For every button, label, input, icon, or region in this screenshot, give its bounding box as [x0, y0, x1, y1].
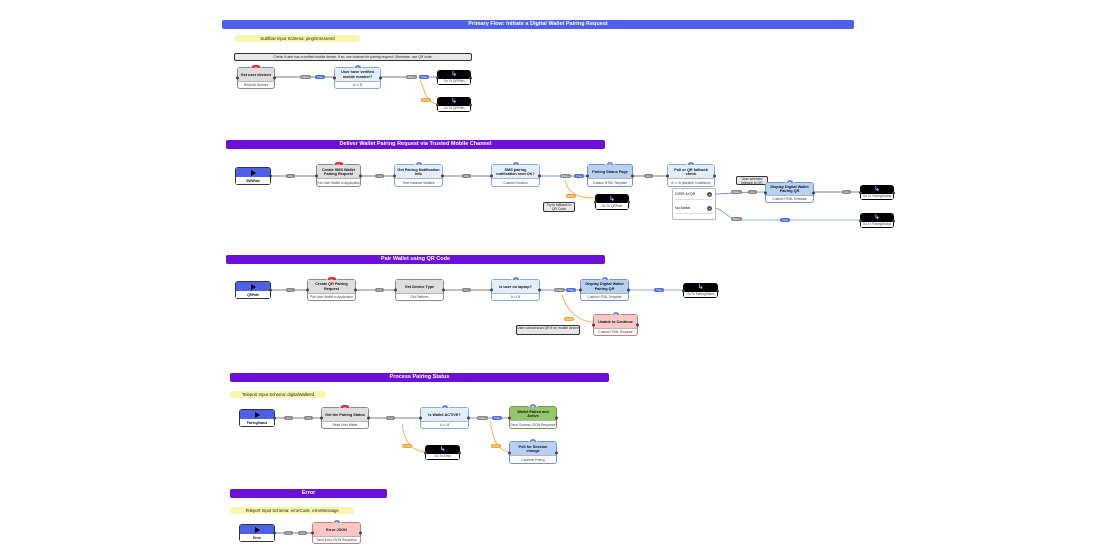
- any-pill: Any: [386, 416, 395, 420]
- node-goto-qrpath-fallback[interactable]: ↳ Go To QRPath: [594, 194, 630, 210]
- any-pill: Any: [304, 416, 313, 420]
- false-pill: False: [402, 444, 412, 448]
- true-pill: True: [780, 218, 790, 222]
- node-goto-pairingstatus-b[interactable]: ↳ Go To PairingStatus: [859, 213, 895, 228]
- user-selected-qr-note: User selected fallback to QR: [736, 176, 768, 185]
- if-else-pill: If/Else: [560, 174, 571, 178]
- node-poll-qr-fallback[interactable]: ƒ Poll or QR fallback check A == B (Mult…: [666, 161, 716, 187]
- node-goto-error[interactable]: ↳ Go To Error: [424, 445, 461, 460]
- goto-arrow-icon: ↳: [439, 446, 446, 454]
- goto-arrow-icon: ↳: [697, 284, 704, 292]
- node-goto-pairingstatus-c[interactable]: ↳ Go To PairingStatus: [682, 283, 719, 298]
- connector: [419, 79, 438, 105]
- play-icon: [254, 526, 260, 533]
- section-process-pairing-status: Process Pairing Status: [230, 373, 609, 382]
- goto-arrow-icon: ↳: [451, 98, 457, 106]
- if-else-pill: If/Else: [300, 75, 311, 79]
- connector: [561, 293, 594, 323]
- play-icon: [254, 411, 260, 418]
- play-icon: [250, 169, 256, 176]
- false-pill: False: [491, 444, 501, 448]
- false-pill: False: [564, 317, 574, 321]
- node-start-error[interactable]: Error: [239, 524, 276, 542]
- check-mobile-note: Check if user has a verified mobile devi…: [234, 53, 472, 61]
- any-pill: Any: [375, 288, 384, 292]
- goto-arrow-icon: ↳: [874, 214, 880, 222]
- node-get-device-type[interactable]: Get Device Type Get Platform: [394, 279, 445, 301]
- if-else-pill: If/Else: [477, 416, 488, 420]
- true-pill: True: [654, 288, 664, 292]
- section-pair-wallet-qr: Pair Wallet using QR Code: [226, 255, 605, 264]
- node-poll-session-change[interactable]: ⚙ Poll for Session change Continue Polli…: [508, 438, 558, 464]
- node-goto-smspath[interactable]: ↳ Go To QRPath: [436, 70, 472, 85]
- any-pill: Any: [284, 416, 293, 420]
- any-pill: Any: [462, 174, 471, 178]
- condition-displayqr[interactable]: DISPLAYQR×: [675, 190, 713, 200]
- if-else-pill: If/Else: [731, 217, 742, 221]
- node-create-sms-request[interactable]: P Create SMS Wallet Pairing Request Pair…: [315, 161, 362, 187]
- condition-no-match[interactable]: No Match×: [675, 204, 713, 214]
- play-icon: [250, 283, 256, 290]
- if-else-pill: If/Else: [406, 75, 417, 79]
- node-start-pairingstatus[interactable]: PairingStatus: [239, 409, 276, 427]
- false-pill: False: [421, 98, 431, 102]
- teleport-wallet-note: Teleport Input Schema: digitalWalletId: [230, 391, 326, 398]
- section-deliver-wallet-pairing: Deliver Wallet Pairing Request via Trust…: [226, 140, 605, 149]
- node-create-qr-request[interactable]: P Create QR Pairing Request Pair User Wa…: [306, 276, 357, 301]
- section-primary-flow: Primary Flow: Initiate a Digital Wallet …: [222, 20, 854, 29]
- any-pill: Any: [644, 174, 653, 178]
- node-display-qr-a[interactable]: ⚙ Display Digital Wallet Pairing QR Cust…: [764, 179, 815, 203]
- any-pill: Any: [462, 288, 471, 292]
- node-unable-to-continue[interactable]: ⚙ Unable to Continue Custom HTML Templat…: [592, 311, 639, 336]
- fallback-note: Try to fallback to QR Code: [543, 202, 575, 212]
- teleport-error-note: Teleport Input Schema: errorCode, errorM…: [230, 507, 354, 514]
- true-pill: True: [419, 75, 429, 79]
- node-start-qrpath[interactable]: QRPath: [235, 281, 272, 299]
- goto-arrow-icon: ↳: [874, 186, 880, 194]
- any-pill: Any: [748, 190, 757, 194]
- any-pill: Any: [375, 174, 384, 178]
- node-display-qr-b[interactable]: ⚙ Display Digital Wallet Pairing QR Cust…: [579, 276, 630, 301]
- close-icon[interactable]: ×: [707, 192, 712, 197]
- node-goto-pairingstatus-a[interactable]: ↳ Go To PairingStatus: [859, 185, 895, 200]
- if-else-pill: If/Else: [731, 190, 742, 194]
- connector: [489, 420, 510, 453]
- any-pill: Any: [284, 531, 293, 535]
- node-goto-qrpath[interactable]: ↳ Go To QRPath: [436, 97, 472, 112]
- any-pill: Any: [842, 190, 851, 194]
- condition-switch[interactable]: DISPLAYQR× No Match×: [672, 188, 716, 220]
- goto-arrow-icon: ↳: [451, 71, 457, 79]
- true-pill: True: [566, 288, 576, 292]
- node-user-on-laptop[interactable]: ƒ Is user on laptop? A == B: [490, 276, 541, 301]
- any-pill: Any: [298, 531, 307, 535]
- node-get-pairing-status[interactable]: P Get the Pairing Status Read User Walle…: [320, 404, 370, 429]
- false-pill: False: [566, 194, 576, 198]
- cannot-scan-note: User cannot scan QR if on mobile device: [516, 325, 580, 335]
- node-error-json[interactable]: ⚙ Error JSON Send Error JSON Response: [311, 519, 362, 544]
- node-pairing-status-page[interactable]: ⚙ Pairing Status Page Custom HTML Templa…: [586, 161, 634, 187]
- node-is-wallet-active[interactable]: ƒ Is Wallet ACTIVE? A == B: [419, 404, 470, 429]
- subflow-schema-note: Subflow Input Schema: pingOneUserId: [235, 35, 360, 42]
- true-pill: True: [492, 416, 502, 420]
- true-pill: True: [574, 174, 584, 178]
- goto-arrow-icon: ↳: [609, 195, 615, 203]
- if-else-pill: If/Else: [554, 288, 565, 292]
- any-pill: Any: [286, 288, 295, 292]
- node-get-user-devices[interactable]: P Get user devices Read All Devices: [236, 64, 276, 89]
- close-icon[interactable]: ×: [707, 206, 712, 211]
- any-pill: Any: [286, 174, 295, 178]
- connector: [564, 179, 596, 199]
- node-has-mobile-number[interactable]: ƒ User have verified mobile number? A ==…: [333, 64, 382, 89]
- node-start-smspath[interactable]: SMSPath: [235, 167, 272, 185]
- node-sms-sent-ok[interactable]: ƒ SMS pairing notification sent OK? Cust…: [490, 161, 541, 187]
- section-error: Error: [230, 489, 387, 498]
- node-wallet-paired-active[interactable]: ⚙ Wallet Paired and Active Send Success …: [508, 403, 558, 429]
- connector: [401, 423, 426, 453]
- true-pill: True: [315, 75, 325, 79]
- node-get-notification-info[interactable]: ◷ Get Pairing Notification Info Time Ins…: [393, 161, 444, 187]
